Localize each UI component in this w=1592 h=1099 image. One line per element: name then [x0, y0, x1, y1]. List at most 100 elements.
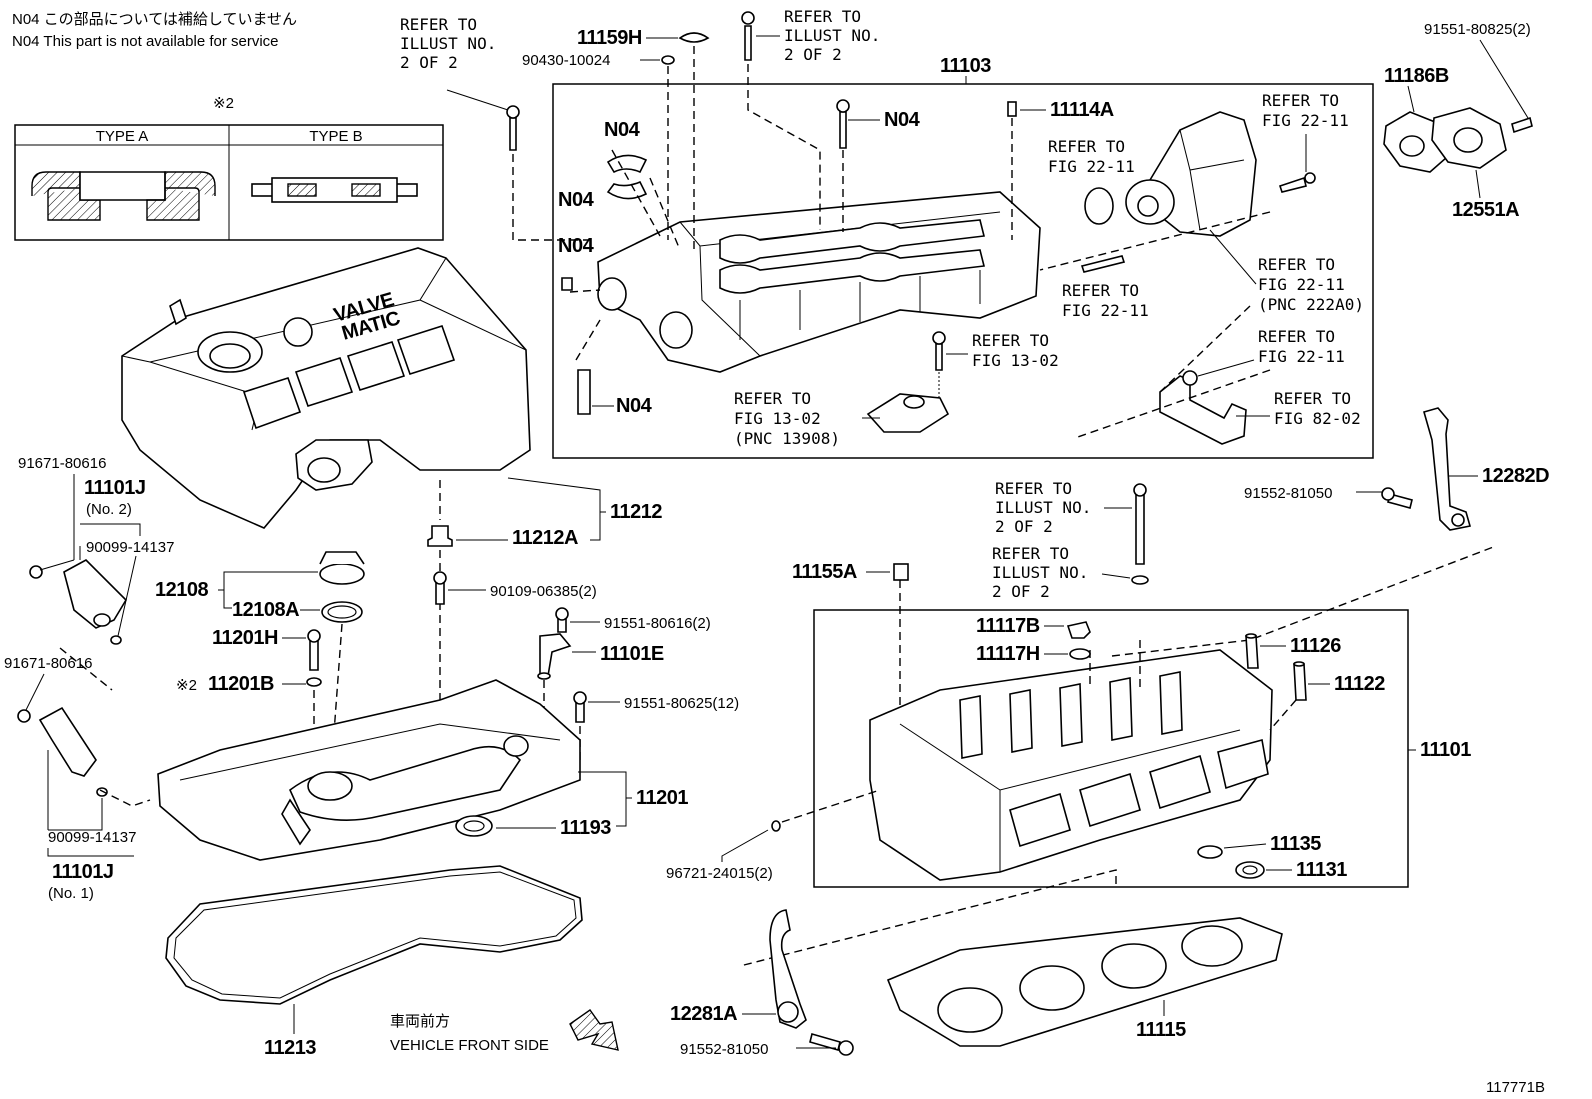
cam-position-sensor: [537, 633, 572, 680]
part-11155a-label: 11155A: [792, 561, 857, 583]
direction-japanese: 車両前方: [390, 1013, 450, 1030]
part-11201h-label: 11201H: [212, 627, 278, 649]
part-n04-pin-label: N04: [558, 235, 595, 257]
part-11201h-bolt: [309, 639, 319, 671]
bracket-fig82-02: [1159, 370, 1247, 445]
part-91551-80625-label: 91551-80625(12): [624, 695, 739, 712]
refer-illust-2of2-top: REFER TO ILLUST NO. 2 OF 2: [400, 15, 496, 72]
svg-text:REFER TO: REFER TO: [995, 479, 1072, 498]
part-11159h-label: 11159H: [577, 27, 642, 49]
oil-filler-cap: [319, 551, 365, 623]
part-11117b-retainer: [1066, 621, 1091, 639]
refer-fig22-11-bolt: REFER TO FIG 22-11: [1262, 91, 1349, 130]
note-n04-english: N04 This part is not available for servi…: [12, 33, 279, 50]
n04-dashes: [569, 118, 1013, 361]
part-11201b-washer: [306, 677, 322, 687]
svg-text:REFER TO: REFER TO: [784, 7, 861, 26]
part-96721-label: 96721-24015(2): [666, 865, 773, 882]
part-90430-shape: [661, 55, 675, 65]
part-11101j-no1-label: 11101J: [52, 861, 114, 883]
part-11114a-plug: [1007, 101, 1017, 117]
svg-text:REFER TO: REFER TO: [734, 389, 811, 408]
part-11101e-label: 11101E: [600, 643, 664, 665]
part-11103-label: 11103: [940, 55, 991, 77]
part-11155a-plug: [893, 563, 909, 581]
part-91671-lower-label: 91671-80616: [4, 655, 92, 672]
vvt-actuator-illustration: [1125, 111, 1257, 237]
svg-text:REFER TO: REFER TO: [1258, 327, 1335, 346]
refer-fig22-11-oring: REFER TO FIG 22-11: [1048, 137, 1135, 176]
n04-pin: [561, 277, 573, 291]
part-n04-bolt-label: N04: [884, 109, 921, 131]
part-11126-guide: [1245, 635, 1259, 669]
bracket-fig13-02: [866, 393, 950, 433]
refer-illust-2of2-head-bolt: REFER TO ILLUST NO. 2 OF 2: [995, 479, 1091, 536]
refer-fig22-11-stud: REFER TO FIG 22-11: [1062, 281, 1149, 320]
part-11126-label: 11126: [1290, 635, 1341, 657]
part-12551a-cover: [1431, 107, 1507, 169]
part-11159h-shape: [678, 32, 710, 43]
part-11101j-no2-sub: (No. 2): [86, 501, 132, 518]
illustration-number: 117771B: [1486, 1079, 1545, 1096]
part-11201b-mark: ※2: [176, 677, 197, 694]
part-12282d-label: 12282D: [1482, 465, 1549, 487]
svg-text:REFER TO: REFER TO: [1048, 137, 1125, 156]
fig22-dashes: [1039, 211, 1271, 439]
part-11117b-label: 11117B: [976, 615, 1040, 637]
part-91551-80616-label: 91551-80616(2): [604, 615, 711, 632]
part-11201-label: 11201: [636, 787, 688, 809]
bolt-refer-illust-head: [1135, 493, 1145, 565]
refer-illust-2of2-top-right: REFER TO ILLUST NO. 2 OF 2: [784, 7, 880, 64]
type-b-seal-shape: [251, 177, 418, 203]
part-11101j-no2-label: 11101J: [84, 477, 146, 499]
part-11115-label: 11115: [1136, 1019, 1186, 1041]
svg-text:FIG 22-11: FIG 22-11: [1048, 157, 1135, 176]
svg-text:REFER TO: REFER TO: [992, 544, 1069, 563]
part-n04-dowel-label: N04: [616, 395, 653, 417]
cylinder-head-group-frame: [813, 609, 1409, 888]
part-n04-cap-label: N04: [604, 119, 641, 141]
washer-refer-illust-head: [1131, 575, 1149, 585]
part-11212a-grommet: [427, 525, 453, 547]
engine-cover-illustration: [121, 247, 531, 529]
part-11131-label: 11131: [1296, 859, 1347, 881]
bolt-refer-illust-top: [744, 25, 752, 61]
part-90109-label: 90109-06385(2): [490, 583, 597, 600]
svg-text:REFER TO: REFER TO: [1262, 91, 1339, 110]
refer-fig22-11-nut: REFER TO FIG 22-11: [1258, 327, 1345, 366]
svg-text:FIG 22-11: FIG 22-11: [1062, 301, 1149, 320]
part-11117h-seat: [1069, 648, 1091, 660]
n04-bearing-cap-1: [606, 154, 648, 174]
svg-text:ILLUST NO.: ILLUST NO.: [400, 34, 496, 53]
part-12281a-label: 12281A: [670, 1003, 737, 1025]
part-12282d-hanger: [1423, 407, 1472, 531]
n04-bearing-cap-2: [606, 180, 648, 200]
part-11212-label: 11212: [610, 501, 662, 523]
bolt-fig22-11: [1278, 176, 1307, 193]
n04-dowel: [577, 369, 591, 415]
part-11122-label: 11122: [1334, 673, 1385, 695]
svg-text:REFER TO: REFER TO: [972, 331, 1049, 350]
part-11135-label: 11135: [1270, 833, 1321, 855]
bolt-91552-lower: [809, 1033, 841, 1051]
part-12551a-label: 12551A: [1452, 199, 1519, 221]
part-91551-80825-label: 91551-80825(2): [1424, 21, 1531, 38]
svg-text:FIG 82-02: FIG 82-02: [1274, 409, 1361, 428]
part-91552-upper-label: 91552-81050: [1244, 485, 1332, 502]
part-11135-gasket: [1197, 845, 1223, 859]
svg-text:ILLUST NO.: ILLUST NO.: [992, 563, 1088, 582]
svg-text:FIG 13-02: FIG 13-02: [734, 409, 821, 428]
direction-english: VEHICLE FRONT SIDE: [390, 1037, 549, 1054]
part-90099-lower-label: 90099-14137: [48, 829, 136, 846]
part-11193-label: 11193: [560, 817, 611, 839]
part-11114a-label: 11114A: [1050, 99, 1114, 121]
o-ring-fig22-11: [1084, 187, 1114, 225]
cylinder-head-illustration: [869, 649, 1273, 881]
svg-text:REFER TO: REFER TO: [400, 15, 477, 34]
part-11201b-label: 11201B: [208, 673, 274, 695]
vehicle-front-arrow: [569, 1009, 619, 1051]
part-90430-label: 90430-10024: [522, 52, 610, 69]
cylinder-head-cover-illustration: [157, 679, 581, 861]
svg-text:ILLUST NO.: ILLUST NO.: [995, 498, 1091, 517]
